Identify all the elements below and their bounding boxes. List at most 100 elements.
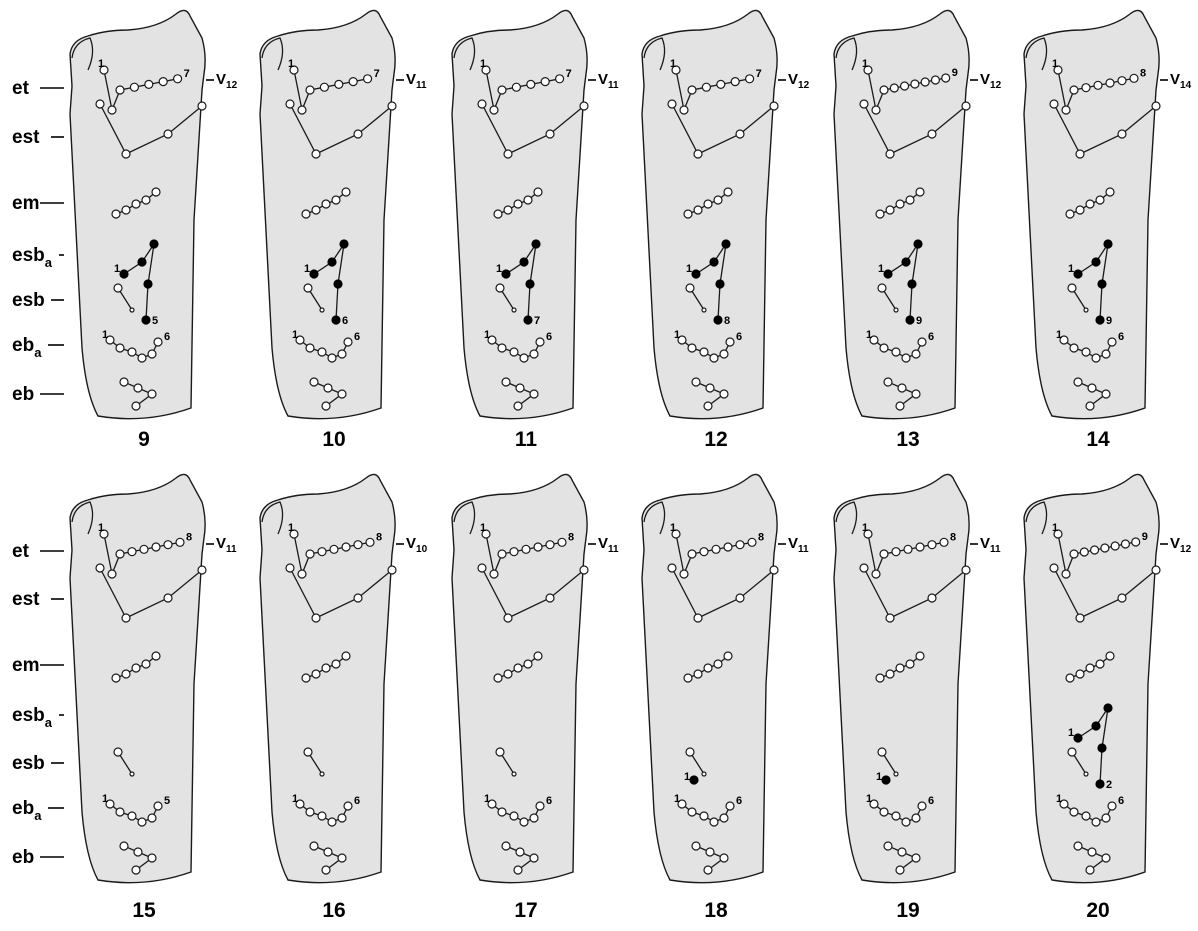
esb-stick-point bbox=[320, 772, 324, 776]
panel-number: 19 bbox=[896, 899, 919, 922]
em-row-point bbox=[534, 652, 542, 660]
eb-row-point bbox=[514, 866, 522, 874]
eba-row-point bbox=[520, 354, 528, 362]
eba-row-point bbox=[892, 812, 900, 820]
eba-end-label: 6 bbox=[354, 795, 360, 807]
panel-16: 18V101616 bbox=[260, 474, 428, 922]
esb-start-label: 1 bbox=[1068, 263, 1074, 275]
eba-row-point bbox=[338, 814, 346, 822]
esb-row-point bbox=[502, 270, 510, 278]
eba-row-point bbox=[116, 344, 124, 352]
esb-row-point bbox=[692, 270, 700, 278]
esb-row-point bbox=[1074, 734, 1082, 742]
panel-15: 18V111515 bbox=[70, 474, 237, 922]
est-row-point bbox=[668, 100, 676, 108]
et-row-point bbox=[164, 541, 172, 549]
eba-row-point bbox=[338, 350, 346, 358]
em-row-point bbox=[312, 206, 320, 214]
et-end-label: 7 bbox=[566, 68, 572, 80]
row-label-em: em bbox=[12, 193, 64, 214]
et-start-label: 1 bbox=[1052, 522, 1058, 534]
est-row-point bbox=[478, 564, 486, 572]
eb-row-point bbox=[120, 842, 128, 850]
et-row-point bbox=[522, 545, 530, 553]
em-row-point bbox=[132, 200, 140, 208]
vertebra-label: V11 bbox=[216, 535, 237, 555]
et-row-point bbox=[306, 86, 314, 94]
esb-row-point bbox=[722, 240, 730, 248]
eb-row-point bbox=[1088, 384, 1096, 392]
et-row-point bbox=[558, 538, 566, 546]
eb-row-point bbox=[516, 384, 524, 392]
row-label-text: eb bbox=[12, 384, 34, 405]
et-row-point bbox=[717, 80, 725, 88]
esb-row-point bbox=[526, 280, 534, 288]
eba-start-label: 1 bbox=[674, 793, 680, 805]
eba-row-point bbox=[318, 348, 326, 356]
esb-end-label: 2 bbox=[1106, 779, 1112, 791]
eb-row-point bbox=[692, 842, 700, 850]
esb-stick-point bbox=[320, 308, 324, 312]
panel-number: 15 bbox=[132, 899, 156, 922]
em-row-point bbox=[684, 210, 692, 218]
esb-stick-point bbox=[686, 284, 694, 292]
row-label-text: eba bbox=[12, 335, 42, 360]
et-row-point bbox=[140, 545, 148, 553]
eba-row-point bbox=[1102, 350, 1110, 358]
est-row-point bbox=[312, 150, 320, 158]
eba-start-label: 1 bbox=[674, 329, 680, 341]
et-row-point bbox=[527, 80, 535, 88]
esb-start-label: 1 bbox=[304, 263, 310, 275]
esb-row-point bbox=[332, 316, 340, 324]
eb-row-point bbox=[706, 848, 714, 856]
eb-row-point bbox=[1086, 402, 1094, 410]
esb-stick-point bbox=[512, 308, 516, 312]
em-row-point bbox=[1076, 206, 1084, 214]
est-row-point bbox=[770, 102, 778, 110]
em-row-point bbox=[524, 196, 532, 204]
eb-row-point bbox=[1088, 848, 1096, 856]
panel-number: 12 bbox=[704, 428, 727, 451]
em-row-point bbox=[1106, 188, 1114, 196]
esb-stick-point bbox=[130, 772, 134, 776]
em-row-point bbox=[1096, 660, 1104, 668]
em-row-point bbox=[1076, 670, 1084, 678]
em-row-point bbox=[886, 670, 894, 678]
eba-row-point bbox=[1092, 818, 1100, 826]
vertebra-label: V12 bbox=[788, 71, 810, 91]
em-row-point bbox=[724, 652, 732, 660]
eba-row-point bbox=[138, 354, 146, 362]
eba-row-point bbox=[726, 802, 734, 810]
vertebra-label: V11 bbox=[980, 535, 1001, 555]
eba-row-point bbox=[720, 814, 728, 822]
et-end-label: 8 bbox=[950, 531, 956, 543]
est-row-point bbox=[736, 594, 744, 602]
eba-row-point bbox=[902, 354, 910, 362]
eba-row-point bbox=[148, 814, 156, 822]
panel-11: 17V11171611 bbox=[452, 10, 619, 451]
eba-row-point bbox=[700, 348, 708, 356]
row-label-eb: eb bbox=[12, 384, 64, 405]
eba-row-point bbox=[128, 348, 136, 356]
esb-row-point bbox=[1098, 744, 1106, 752]
eb-row-point bbox=[896, 866, 904, 874]
et-row-point bbox=[736, 541, 744, 549]
em-row-point bbox=[876, 210, 884, 218]
eba-row-point bbox=[520, 818, 528, 826]
esb-row-point bbox=[1092, 722, 1100, 730]
eba-row-point bbox=[918, 802, 926, 810]
eba-row-point bbox=[138, 818, 146, 826]
et-row-point bbox=[712, 545, 720, 553]
est-row-point bbox=[122, 614, 130, 622]
eb-row-point bbox=[324, 384, 332, 392]
eba-row-point bbox=[530, 814, 538, 822]
eba-end-label: 6 bbox=[354, 331, 360, 343]
et-row-point bbox=[702, 83, 710, 91]
esb-row-point bbox=[914, 240, 922, 248]
row-label-est: est bbox=[12, 127, 64, 148]
est-row-point bbox=[1118, 130, 1126, 138]
eba-start-label: 1 bbox=[1056, 793, 1062, 805]
eba-start-label: 1 bbox=[1056, 329, 1062, 341]
em-row-point bbox=[876, 674, 884, 682]
esb-row-point bbox=[1104, 704, 1112, 712]
